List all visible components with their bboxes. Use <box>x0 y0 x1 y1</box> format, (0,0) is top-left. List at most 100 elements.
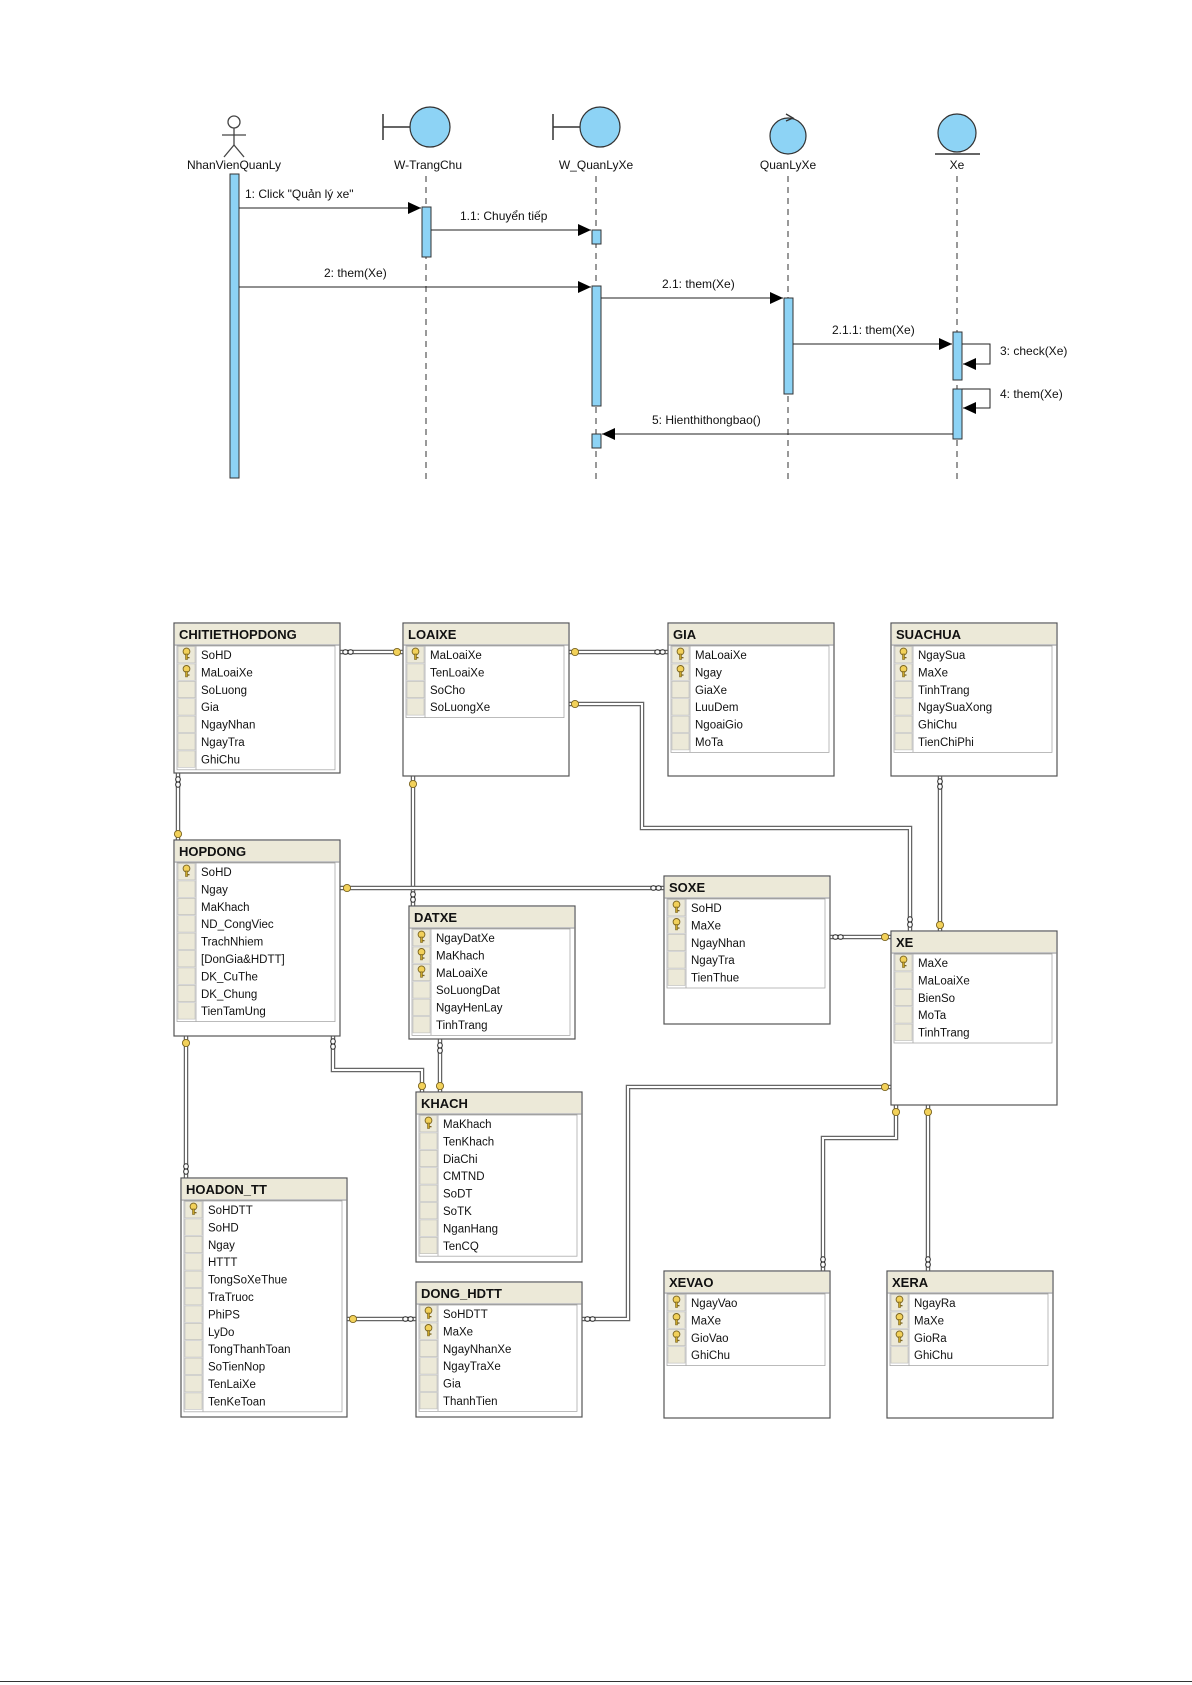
table-column-row[interactable]: NgayHenLay <box>412 998 503 1016</box>
table-column-row[interactable]: SoDT <box>419 1184 472 1202</box>
table-column-row[interactable]: SoTK <box>419 1202 472 1220</box>
table-hoadon-tt[interactable]: HOADON_TTSoHDTTSoHDNgayHTTTTongSoXeThueT… <box>180 1177 348 1418</box>
table-column-row[interactable]: Gia <box>419 1374 462 1392</box>
table-column-row[interactable]: TenKhach <box>419 1132 494 1150</box>
table-column-row[interactable]: DiaChi <box>419 1150 478 1168</box>
table-column-row[interactable]: MaXe <box>894 663 948 681</box>
table-chitiethopdong[interactable]: CHITIETHOPDONGSoHDMaLoaiXeSoLuongGiaNgay… <box>173 622 341 774</box>
column-name: NganHang <box>443 1223 498 1235</box>
table-column-row[interactable]: ND_CongViec <box>177 915 274 933</box>
table-column-row[interactable]: GhiChu <box>667 1346 730 1364</box>
table-column-row[interactable]: MaLoaiXe <box>406 646 482 664</box>
table-column-row[interactable]: MaXe <box>667 916 721 934</box>
table-column-row[interactable]: TienChiPhi <box>894 733 974 751</box>
table-column-row[interactable]: TraTruoc <box>184 1288 254 1306</box>
table-column-row[interactable]: SoCho <box>406 680 465 698</box>
table-column-row[interactable]: TinhTrang <box>894 1023 970 1041</box>
table-dong-hdtt[interactable]: DONG_HDTTSoHDTTMaXeNgayNhanXeNgayTraXeGi… <box>415 1281 583 1418</box>
table-column-row[interactable]: MaLoaiXe <box>177 663 253 681</box>
table-column-row[interactable]: NgayDatXe <box>412 929 495 947</box>
table-column-row[interactable]: ThanhTien <box>419 1392 498 1410</box>
table-column-row[interactable]: NgayNhan <box>177 715 255 733</box>
table-column-row[interactable]: SoLuongDat <box>412 981 501 999</box>
table-column-row[interactable]: MaXe <box>667 1311 721 1329</box>
table-column-row[interactable]: TinhTrang <box>412 1016 488 1034</box>
table-column-row[interactable]: TongSoXeThue <box>184 1270 287 1288</box>
table-column-row[interactable]: LuuDem <box>671 698 738 716</box>
table-column-row[interactable]: MaLoaiXe <box>894 971 970 989</box>
table-column-row[interactable]: TenLoaiXe <box>406 663 484 681</box>
table-column-row[interactable]: NgayVao <box>667 1294 737 1312</box>
table-column-row[interactable]: NgaySua <box>894 646 966 664</box>
table-column-row[interactable]: MaXe <box>894 954 948 972</box>
table-column-row[interactable]: MaKhach <box>177 897 250 915</box>
table-column-row[interactable]: NganHang <box>419 1219 498 1237</box>
table-column-row[interactable]: Ngay <box>184 1236 235 1254</box>
table-column-row[interactable]: HTTT <box>184 1253 237 1271</box>
table-column-row[interactable]: Gia <box>177 698 220 716</box>
table-column-row[interactable]: GioVao <box>667 1329 729 1347</box>
column-name: TienChiPhi <box>918 737 974 749</box>
table-column-row[interactable]: [DonGia&HDTT] <box>177 950 285 968</box>
table-suachua[interactable]: SUACHUANgaySuaMaXeTinhTrangNgaySuaXongGh… <box>890 622 1058 777</box>
table-column-row[interactable]: TinhTrang <box>894 680 970 698</box>
table-column-row[interactable]: SoLuongXe <box>406 698 490 716</box>
table-column-row[interactable]: LyDo <box>184 1323 234 1341</box>
table-column-row[interactable]: TienThue <box>667 968 739 986</box>
table-column-row[interactable]: MaKhach <box>412 946 485 964</box>
table-column-row[interactable]: TenKeToan <box>184 1392 266 1410</box>
relationship-many-end-icon <box>330 1038 336 1050</box>
table-khach[interactable]: KHACHMaKhachTenKhachDiaChiCMTNDSoDTSoTKN… <box>415 1091 583 1263</box>
table-column-row[interactable]: TenLaiXe <box>184 1375 256 1393</box>
table-column-row[interactable]: DK_CuThe <box>177 967 258 985</box>
table-column-row[interactable]: MaXe <box>419 1322 473 1340</box>
table-column-row[interactable]: NgayNhanXe <box>419 1340 511 1358</box>
table-column-row[interactable]: DK_Chung <box>177 984 257 1002</box>
table-column-row[interactable]: MoTa <box>671 733 724 751</box>
table-column-row[interactable]: BienSo <box>894 988 955 1006</box>
table-column-row[interactable]: GhiChu <box>177 750 240 768</box>
table-column-row[interactable]: TenCQ <box>419 1237 479 1255</box>
table-column-row[interactable]: TrachNhiem <box>177 932 263 950</box>
table-column-row[interactable]: PhiPS <box>184 1305 240 1323</box>
table-column-row[interactable]: NgayRa <box>890 1294 956 1312</box>
table-column-row[interactable]: TongThanhToan <box>184 1340 290 1358</box>
table-column-row[interactable]: SoLuong <box>177 680 247 698</box>
table-column-row[interactable]: CMTND <box>419 1167 485 1185</box>
table-hopdong[interactable]: HOPDONGSoHDNgayMaKhachND_CongViecTrachNh… <box>173 839 341 1037</box>
relationship-many-end-icon <box>650 885 662 891</box>
table-column-row[interactable]: MoTa <box>894 1006 947 1024</box>
table-column-row[interactable]: MaLoaiXe <box>412 963 488 981</box>
table-column-row[interactable]: TienTamUng <box>177 1002 266 1020</box>
table-column-row[interactable]: GhiChu <box>894 715 957 733</box>
table-column-row[interactable]: NgaySuaXong <box>894 698 992 716</box>
table-column-row[interactable]: GhiChu <box>890 1346 953 1364</box>
column-name: MaXe <box>918 958 948 970</box>
table-column-row[interactable]: MaLoaiXe <box>671 646 747 664</box>
table-column-row[interactable]: GioRa <box>890 1329 947 1347</box>
table-column-row[interactable]: Ngay <box>671 663 722 681</box>
table-column-row[interactable]: SoTienNop <box>184 1357 265 1375</box>
table-column-row[interactable]: SoHD <box>177 646 232 664</box>
table-column-row[interactable]: GiaXe <box>671 680 727 698</box>
table-column-row[interactable]: MaXe <box>890 1311 944 1329</box>
table-column-row[interactable]: NgayTraXe <box>419 1357 501 1375</box>
table-column-row[interactable]: SoHDTT <box>419 1305 488 1323</box>
table-column-row[interactable]: SoHD <box>667 899 722 917</box>
table-column-row[interactable]: SoHD <box>184 1218 239 1236</box>
table-column-row[interactable]: SoHD <box>177 863 232 881</box>
table-column-row[interactable]: Ngay <box>177 880 228 898</box>
table-column-row[interactable]: NgoaiGio <box>671 715 743 733</box>
table-column-row[interactable]: NgayTra <box>667 951 735 969</box>
table-column-row[interactable]: NgayTra <box>177 733 245 751</box>
table-column-row[interactable]: NgayNhan <box>667 933 745 951</box>
table-datxe[interactable]: DATXENgayDatXeMaKhachMaLoaiXeSoLuongDatN… <box>408 905 576 1040</box>
table-column-row[interactable]: MaKhach <box>419 1115 492 1133</box>
table-column-row[interactable]: SoHDTT <box>184 1201 253 1219</box>
